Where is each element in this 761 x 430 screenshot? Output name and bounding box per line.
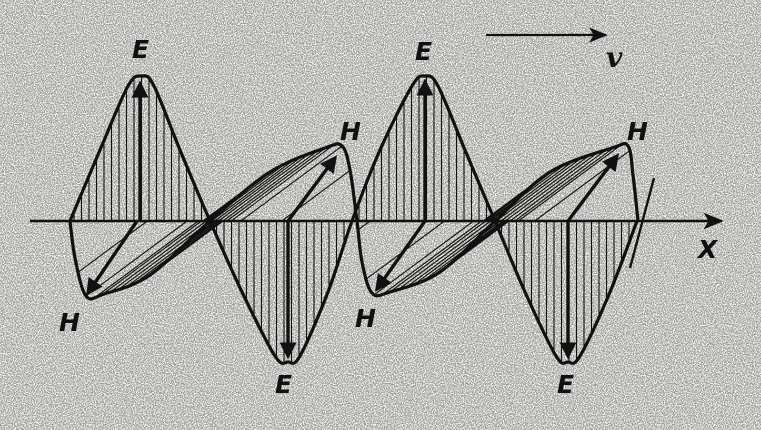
h-hatch-line xyxy=(381,220,482,296)
h-hatch-line xyxy=(85,220,188,297)
e-field-hatching xyxy=(73,75,630,364)
h-hatch-line xyxy=(405,220,497,288)
label-h-bottom-1: H xyxy=(59,308,80,337)
h-hatch-line xyxy=(389,220,487,293)
h-hatch-line xyxy=(77,220,148,273)
label-e-bottom-1: E xyxy=(275,370,292,399)
h-vector-4 xyxy=(566,153,620,223)
h-hatch-line xyxy=(226,147,327,222)
h-hatch-line xyxy=(222,150,319,222)
e-field-wave xyxy=(68,74,639,365)
h-hatch-line xyxy=(504,151,599,222)
h-vector-3 xyxy=(375,220,427,292)
h-hatch-line xyxy=(397,220,492,291)
h-hatch-line xyxy=(500,154,591,222)
label-e-top-1: E xyxy=(132,35,149,64)
label-h-top-1: H xyxy=(340,117,361,146)
field-vectors xyxy=(86,78,620,360)
h-field-wave xyxy=(68,141,640,301)
h-hatch-line xyxy=(357,220,371,231)
h-hatch-line xyxy=(101,220,202,296)
h-hatch-line xyxy=(93,220,199,299)
h-hatch-line xyxy=(488,163,567,222)
label-h-top-2: H xyxy=(627,117,648,146)
h-hatch-line xyxy=(495,157,583,222)
h-vector-2 xyxy=(286,155,338,223)
label-e-top-2: E xyxy=(415,37,432,66)
wave-end-tick xyxy=(628,177,656,269)
h-hatch-line xyxy=(514,147,615,222)
label-h-bottom-2: H xyxy=(355,304,376,333)
h-hatch-line xyxy=(211,159,295,222)
label-x-axis: X xyxy=(696,235,719,264)
h-hatch-line xyxy=(109,220,207,293)
label-velocity: v xyxy=(606,41,623,74)
h-hatch-line xyxy=(509,149,607,222)
label-e-bottom-2: E xyxy=(557,370,574,399)
h-hatch-line xyxy=(214,155,303,222)
h-vector-1 xyxy=(86,220,139,296)
h-hatch-line xyxy=(218,152,311,222)
h-hatch-line xyxy=(230,144,335,222)
